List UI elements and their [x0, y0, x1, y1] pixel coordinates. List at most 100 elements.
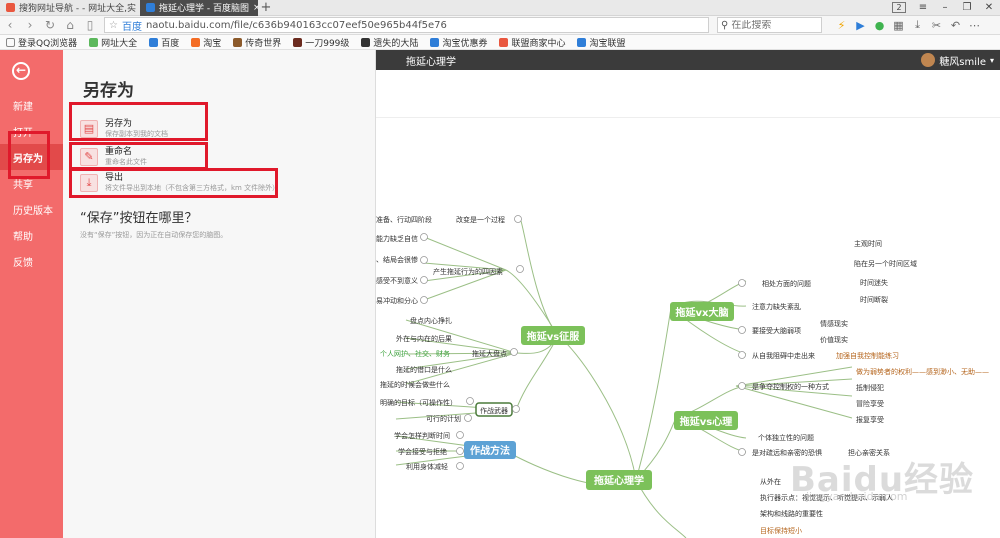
mindmap-node[interactable]: 时间断裂 [860, 295, 888, 304]
bookmark-item[interactable]: 百度 [143, 36, 185, 49]
expand-icon[interactable] [456, 431, 464, 439]
export-option[interactable]: ⤓ 导出 将文件导出到本地（不包含第三方格式，km 文件除外） [80, 171, 279, 195]
wechat-icon[interactable]: ● [874, 18, 885, 32]
expand-icon[interactable] [456, 462, 464, 470]
sidebar-item-share[interactable]: 共享 [13, 179, 33, 191]
mindmap-node[interactable]: 利用身体减轻 [406, 462, 448, 471]
save-copy-option[interactable]: ▤ 另存为 保存副本到我的文档 [80, 117, 276, 141]
address-bar[interactable]: ☆ 百度 naotu.baidu.com/file/c636b940163cc0… [104, 17, 709, 33]
expand-icon[interactable] [420, 296, 428, 304]
collapse-icon[interactable] [738, 382, 746, 390]
maximize-icon[interactable]: ❐ [962, 2, 972, 13]
expand-icon[interactable] [466, 397, 474, 405]
bookmark-item[interactable]: 淘宝 [185, 36, 227, 49]
branch-node[interactable] [521, 326, 585, 345]
mindmap-node[interactable]: 价值现实 [820, 335, 848, 344]
window-close-icon[interactable]: ✕ [984, 2, 994, 13]
close-icon[interactable]: × [252, 2, 258, 13]
collapse-icon[interactable] [510, 348, 518, 356]
sidebar-item-help[interactable]: 帮助 [13, 231, 33, 243]
collapse-icon[interactable] [738, 351, 746, 359]
mindmap-node[interactable]: 相处方面的问题 [762, 279, 811, 288]
bookmark-item[interactable]: 遗失的大陆 [355, 36, 424, 49]
bookmark-item[interactable]: 淘宝联盟 [571, 36, 631, 49]
mindmap-node[interactable]: 情感现实 [820, 319, 848, 328]
tab-count-badge[interactable]: 2 [892, 2, 906, 13]
mindmap-node[interactable]: 执行器示点：视觉提示、听觉提示、示弱人 [760, 493, 893, 502]
new-tab-button[interactable]: + [260, 0, 272, 15]
mindmap-node[interactable]: 抵制侵犯 [856, 383, 884, 392]
mindmap-node[interactable]: 产生拖延行为的四因素 [433, 267, 503, 276]
mindmap-node[interactable]: 学会接受与拒绝 [398, 447, 447, 456]
mindmap-node[interactable]: 拖延的时候会做些什么 [380, 380, 450, 389]
sidebar-item-new[interactable]: 新建 [13, 101, 33, 113]
bookmark-item[interactable]: 联盟商家中心 [493, 36, 571, 49]
star-icon[interactable]: ☆ [109, 19, 118, 31]
mindmap-node[interactable]: 明确的目标（可操作性） [380, 398, 457, 407]
mindmap-node[interactable]: 陷在另一个时间区域 [854, 259, 917, 268]
lightning-icon[interactable]: ⚡ [837, 18, 846, 32]
mindmap-node[interactable]: 从外在 [760, 477, 781, 486]
sidebar-item-feedback[interactable]: 反馈 [13, 257, 33, 269]
mindmap-node[interactable]: 个体独立性的问题 [758, 433, 814, 442]
mindmap-node[interactable]: 、结局会很惨 [376, 255, 418, 264]
more-icon[interactable]: ⋯ [969, 18, 980, 32]
expand-icon[interactable] [420, 256, 428, 264]
mindmap-node[interactable]: 易冲动和分心 [376, 296, 418, 305]
mindmap-node[interactable]: 是争夺控制权的一种方式 [752, 382, 829, 391]
mindmap-node[interactable]: 个人网护、社交、财务 [380, 349, 450, 358]
mindmap-node[interactable]: 时间迷失 [860, 278, 888, 287]
rename-option[interactable]: ✎ 重命名 重命名此文件 [80, 145, 276, 169]
minimize-icon[interactable]: – [942, 2, 948, 13]
grid-icon[interactable]: ▦ [893, 18, 904, 32]
mindmap-canvas[interactable]: 拖延心理学 拖延vs征服 拖延vx大脑 拖延vs心理 作战方法 作战武器 准备、… [376, 118, 1000, 538]
mindmap-node[interactable]: 可行的计划 [426, 414, 461, 423]
reload-icon[interactable]: ↻ [44, 18, 56, 32]
collapse-icon[interactable] [516, 265, 524, 273]
bookmark-item[interactable]: 一刀999级 [287, 36, 355, 49]
search-input[interactable] [731, 19, 812, 31]
document-title[interactable]: 拖延心理学 [406, 56, 456, 68]
mindmap-node[interactable]: 是对疏远和亲密的恐惧 [752, 448, 822, 457]
download-icon[interactable]: ⤓ [915, 18, 920, 31]
mindmap-node[interactable]: 拖延的借口是什么 [396, 365, 452, 374]
mindmap-node[interactable]: 做为弱势者的权利——感到渺小、无助—— [856, 367, 989, 376]
browser-tab-sogou[interactable]: 搜狗网址导航 - - 网址大全,实 × [0, 0, 140, 16]
browser-search-box[interactable]: ⚲ [717, 17, 822, 33]
mindmap-node[interactable]: 主观时间 [854, 239, 882, 248]
mindmap-node[interactable]: 担心亲密关系 [848, 448, 890, 457]
branch-node[interactable] [670, 302, 734, 321]
play-icon[interactable]: ▶ [856, 18, 865, 32]
collapse-icon[interactable] [514, 215, 522, 223]
mindmap-node[interactable]: 要接受大脑弱项 [752, 326, 801, 335]
url-text[interactable]: naotu.baidu.com/file/c636b940163cc07eef5… [145, 19, 447, 31]
collapse-icon[interactable] [738, 326, 746, 334]
menu-icon[interactable]: ≡ [918, 2, 928, 13]
expand-icon[interactable] [420, 233, 428, 241]
collapse-icon[interactable] [738, 279, 746, 287]
mindmap-node[interactable]: 从自我阻碍中走出来 [752, 351, 815, 360]
mindmap-node[interactable]: 能力缺乏自信 [376, 234, 418, 243]
mindmap-node[interactable]: 感受不到意义 [376, 276, 418, 285]
collapse-icon[interactable] [738, 448, 746, 456]
mindmap-node[interactable]: 报复享受 [856, 415, 884, 424]
bookmark-item[interactable]: 淘宝优惠券 [424, 36, 493, 49]
forward-arrow-icon[interactable]: › [27, 18, 33, 32]
bookmark-item[interactable]: 传奇世界 [227, 36, 287, 49]
mindmap-node[interactable]: 盘点内心挣扎 [410, 316, 452, 325]
branch-node[interactable] [674, 411, 738, 430]
reader-icon[interactable]: ▯ [86, 18, 94, 32]
mindmap-node[interactable]: 注意力缺失紊乱 [752, 302, 801, 311]
undo-icon[interactable]: ↶ [950, 18, 961, 32]
browser-tab-naotu[interactable]: 拖延心理学 - 百度脑图 × [140, 0, 258, 16]
user-menu[interactable]: 糖风smile ▾ [921, 53, 994, 68]
branch-node[interactable] [464, 441, 516, 459]
mindmap-node[interactable]: 加强自我控制能练习 [836, 351, 899, 360]
scissors-icon[interactable]: ✂ [931, 18, 942, 32]
mindmap-node[interactable]: 目标保持短小 [760, 526, 802, 535]
expand-icon[interactable] [456, 447, 464, 455]
mindmap-node[interactable]: 外在与内在的后果 [396, 334, 452, 343]
back-arrow-icon[interactable]: ← [12, 62, 30, 80]
mindmap-node[interactable]: 学会怎样判断时间 [394, 431, 450, 440]
bookmark-item[interactable]: 网址大全 [83, 36, 143, 49]
